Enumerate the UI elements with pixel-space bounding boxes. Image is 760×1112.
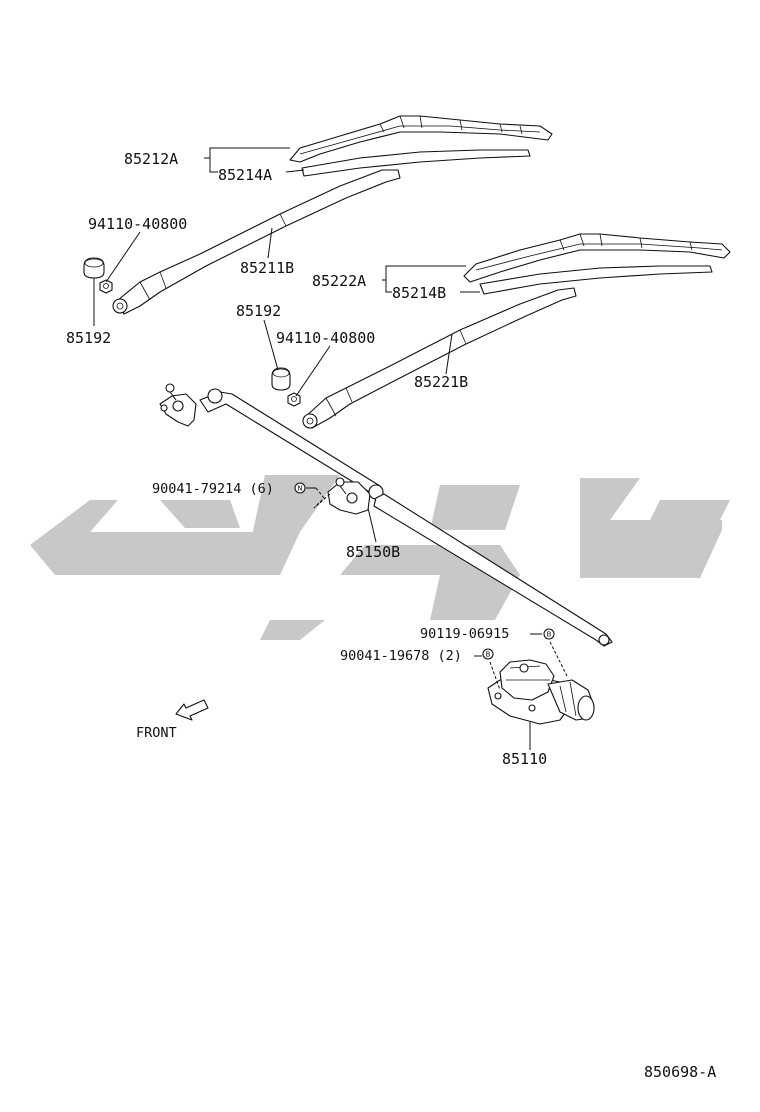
label-90119-06915: 90119-06915 (420, 626, 509, 642)
svg-text:N: N (297, 485, 302, 493)
wiper-arm-85211B (112, 169, 401, 315)
svg-text:B: B (547, 631, 552, 639)
watermark-logo (30, 475, 730, 640)
marker-b-90041: B (482, 648, 494, 660)
diagram-code: 850698-A (644, 1063, 716, 1081)
label-94110-mid: 94110-40800 (276, 329, 375, 347)
marker-b-90119: B (543, 628, 555, 640)
label-94110-top: 94110-40800 (88, 215, 187, 233)
marker-n: N (294, 482, 306, 494)
nut-94110-mid (287, 392, 301, 407)
label-85110: 85110 (502, 750, 547, 768)
wiper-linkage-85150B (159, 383, 613, 647)
label-85211B: 85211B (240, 259, 294, 277)
wiper-arm-85221B (302, 287, 577, 429)
cap-85192-mid (271, 367, 291, 391)
label-85222A: 85222A (312, 272, 366, 290)
leader-lines (93, 147, 569, 750)
nut-94110-top (99, 279, 113, 294)
front-arrow-icon (175, 699, 209, 721)
label-85214A: 85214A (218, 166, 272, 184)
cap-85192-left (83, 257, 105, 279)
blade-insert-85214B (479, 265, 713, 295)
blade-insert-85214A (301, 149, 531, 177)
label-85192-left: 85192 (66, 329, 111, 347)
label-85192-mid: 85192 (236, 302, 281, 320)
wiper-blade-85212A (289, 115, 553, 163)
label-85221B: 85221B (414, 373, 468, 391)
label-85150B: 85150B (346, 543, 400, 561)
svg-text:B: B (486, 651, 491, 659)
label-90041-79214: 90041-79214 (6) (152, 481, 274, 497)
wiper-motor-85110 (487, 659, 595, 725)
label-front: FRONT (136, 725, 177, 741)
label-85214B: 85214B (392, 284, 446, 302)
label-90041-19678: 90041-19678 (2) (340, 648, 462, 664)
wiper-blade-85222A (463, 233, 731, 283)
label-85212A: 85212A (124, 150, 178, 168)
